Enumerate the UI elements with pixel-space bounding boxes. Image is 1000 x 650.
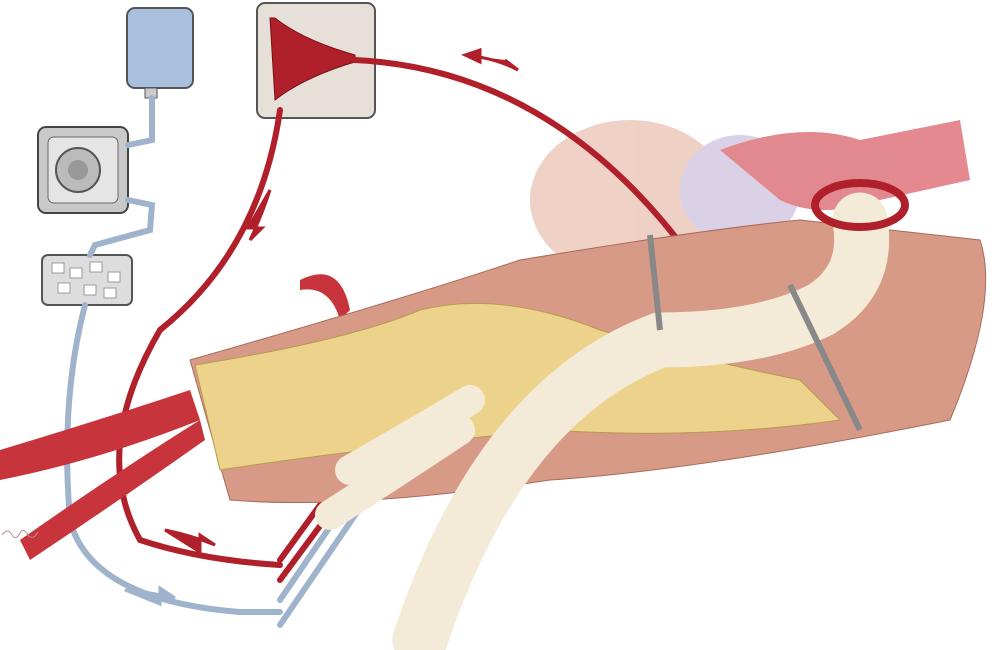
- vascular-clamps: [647, 234, 863, 432]
- arterial-branches: [0, 274, 350, 560]
- suction-reservoir: [256, 2, 376, 119]
- artist-signature: [1, 529, 39, 539]
- roller-pump: [37, 126, 129, 214]
- heart: [530, 120, 970, 280]
- flow-arrows: [124, 47, 519, 607]
- vascular-graft: [315, 192, 890, 650]
- fluid-bag: [126, 7, 194, 99]
- arrow-icon: [460, 47, 519, 72]
- arrow-icon: [124, 585, 176, 607]
- arrow-icon: [164, 528, 216, 555]
- arrow-icon: [245, 189, 272, 242]
- graft-anastomosis: [811, 179, 909, 231]
- cooling-box: [41, 254, 133, 306]
